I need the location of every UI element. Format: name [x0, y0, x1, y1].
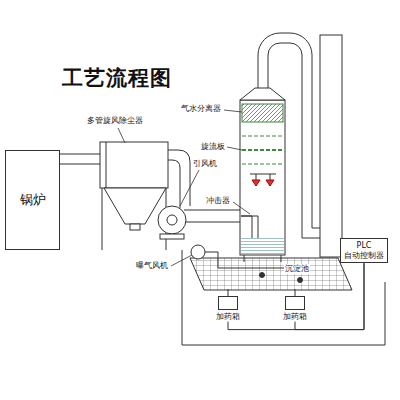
scrubber-tower — [241, 236, 284, 254]
dosing-tank: 加药箱 — [216, 296, 240, 322]
node-text: 加药箱 — [216, 312, 240, 322]
dosing-pipe — [228, 273, 303, 297]
controller-box: PLC自动控制器 — [340, 238, 388, 263]
dust-collector — [130, 224, 140, 230]
scrubber-tower — [240, 100, 285, 255]
part-label: 多管旋风除尘器 — [86, 116, 144, 126]
part-label: 旋流板 — [200, 142, 226, 152]
dosing-pipe — [260, 273, 265, 278]
part-label: 引风机 — [192, 159, 218, 169]
settling-pool — [190, 258, 352, 290]
control-wire — [228, 263, 364, 329]
flue-duct — [168, 150, 190, 206]
flue-duct — [168, 160, 180, 208]
aeration-fan — [182, 250, 385, 345]
leader-line — [171, 255, 192, 266]
leader-line — [224, 110, 242, 112]
dosing-tank: 加药箱 — [283, 296, 307, 322]
part-label: 冲击器 — [205, 196, 231, 206]
exhaust-pipe — [268, 43, 320, 238]
part-label: 曝气风机 — [135, 261, 169, 271]
leader-line — [118, 128, 125, 143]
settling-pool — [190, 258, 352, 290]
scrubber-tower — [242, 136, 283, 137]
tank-box — [218, 296, 238, 310]
induced-fan — [158, 206, 186, 234]
scrubber-tower — [266, 180, 274, 186]
dust-collector — [104, 188, 166, 224]
leader-line — [118, 110, 250, 266]
node-text: PLC — [344, 241, 384, 251]
chimney — [320, 35, 342, 257]
scrubber-tower — [240, 88, 285, 100]
exhaust-pipe — [258, 33, 320, 228]
diagram-title: 工艺流程图 — [62, 66, 172, 90]
induced-fan — [160, 234, 184, 239]
scrubber-tower — [250, 174, 276, 180]
induced-fan — [167, 215, 177, 225]
dust-collector — [100, 142, 168, 188]
scrubber-tower — [281, 255, 282, 262]
dust-collector — [60, 142, 168, 250]
dust-collector — [102, 188, 103, 250]
scrubber-tower — [244, 255, 245, 262]
flue-duct — [184, 210, 240, 222]
scrubber-tower — [241, 216, 258, 238]
scrubber-tower — [242, 149, 283, 151]
node-text: 锅炉 — [20, 192, 46, 208]
chimney — [320, 35, 342, 257]
leader-line — [233, 202, 250, 214]
scrubber-tower — [240, 88, 285, 262]
dust-collector — [106, 142, 107, 188]
aeration-fan — [191, 245, 205, 259]
part-label: 气水分离器 — [180, 104, 222, 114]
node-text: 加药箱 — [283, 312, 307, 322]
dosing-pipe — [298, 278, 303, 283]
boiler-box: 锅炉 — [5, 150, 60, 250]
leader-line — [227, 147, 242, 150]
exhaust-pipe — [258, 33, 320, 238]
tank-box — [285, 296, 305, 310]
leader-line — [180, 170, 199, 206]
scrubber-tower — [252, 180, 260, 186]
scrubber-tower — [242, 104, 283, 122]
part-label: 沉淀池 — [284, 264, 310, 274]
node-text: 自动控制器 — [344, 251, 384, 261]
scrubber-tower — [242, 164, 283, 165]
dosing-pipe — [228, 289, 295, 296]
induced-fan — [158, 206, 186, 239]
